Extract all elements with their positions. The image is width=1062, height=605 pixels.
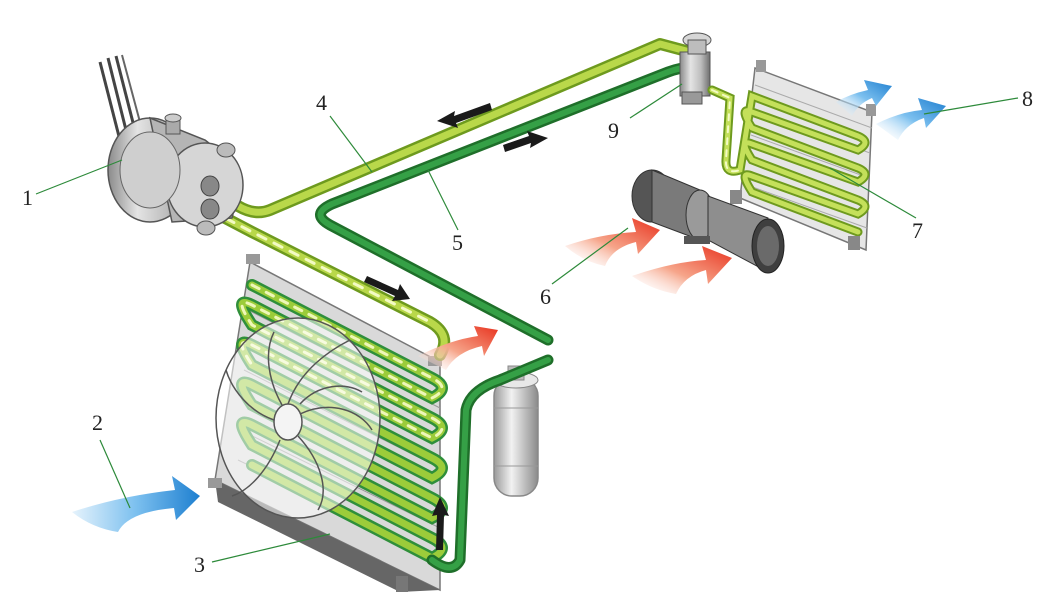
leader-line-3 xyxy=(211,533,331,563)
cooled-air-arrow xyxy=(836,80,892,116)
fan-blade xyxy=(225,369,275,421)
flow-arrow-right-icon xyxy=(503,131,548,152)
flow-arrow-left-icon xyxy=(437,103,492,128)
callout-5: 5 xyxy=(452,230,463,255)
condenser-bracket xyxy=(246,254,260,264)
suction-line-highlight xyxy=(206,40,694,216)
leader-line-4 xyxy=(329,115,373,173)
cabin-air-blower xyxy=(631,169,785,274)
flow-arrows xyxy=(364,103,548,550)
evaporator-bracket xyxy=(866,104,876,116)
callout-3: 3 xyxy=(194,552,205,577)
fan-blade xyxy=(297,435,324,511)
callout-2: 2 xyxy=(92,410,103,435)
callout-1: 1 xyxy=(22,185,33,210)
fan-blade xyxy=(231,439,281,497)
condenser-bracket xyxy=(396,576,408,592)
fan-blade xyxy=(299,385,363,405)
leader-line-8 xyxy=(923,97,1019,115)
leader-line-7 xyxy=(829,167,917,219)
evaporator-bracket xyxy=(848,236,860,250)
leader-line-9 xyxy=(629,83,683,119)
condenser-fan xyxy=(215,317,381,519)
callout-8: 8 xyxy=(1022,86,1033,111)
discharge-line-stripes xyxy=(208,208,432,324)
fan-blade xyxy=(287,339,351,405)
flow-arrow-up-icon xyxy=(432,497,449,550)
ambient-air-arrow xyxy=(72,476,200,532)
compressor xyxy=(98,54,244,236)
fan-blade xyxy=(267,331,283,406)
cooled-air-arrow xyxy=(876,98,946,140)
flow-arrow-down-right-icon xyxy=(364,276,410,301)
leader-line-6 xyxy=(551,227,629,285)
callout-labels: 1 2 3 4 5 6 7 8 9 xyxy=(22,86,1033,577)
condenser-outlet-line-highlight xyxy=(429,357,551,571)
callout-7: 7 xyxy=(912,218,923,243)
hot-air-arrow xyxy=(418,326,498,370)
callout-6: 6 xyxy=(540,284,551,309)
leader-lines xyxy=(35,83,1019,563)
evaporator-coil xyxy=(707,85,870,237)
condenser-bracket xyxy=(208,478,222,488)
fan-blade xyxy=(299,406,373,431)
evaporator-bracket xyxy=(756,60,766,72)
airflow xyxy=(72,80,946,532)
cabin-air-arrow xyxy=(565,218,660,266)
cabin-air-arrow xyxy=(632,246,732,294)
callout-4: 4 xyxy=(316,90,327,115)
leader-line-1 xyxy=(35,159,123,195)
callout-9: 9 xyxy=(608,118,619,143)
leader-line-5 xyxy=(427,169,459,231)
expansion-valve xyxy=(679,32,712,105)
leader-line-2 xyxy=(99,439,131,509)
fan-hub xyxy=(273,403,303,441)
evaporator xyxy=(707,60,876,252)
evaporator-bracket xyxy=(730,190,742,204)
